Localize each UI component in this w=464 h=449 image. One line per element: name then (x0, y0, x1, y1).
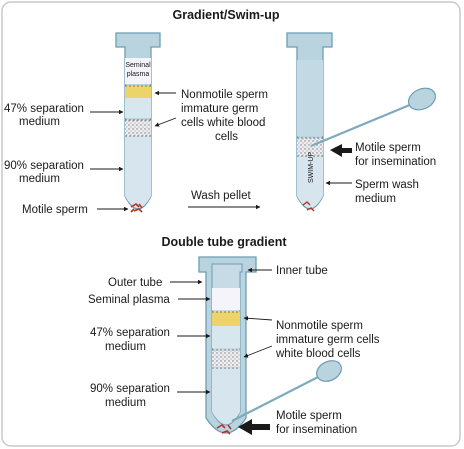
dt-yellow-layer (212, 312, 240, 326)
double-tube-title: Double tube gradient (162, 235, 288, 249)
pipette-bulb (316, 360, 342, 382)
dt-motile-line2: for insemination (276, 424, 357, 436)
tube1-yellow-layer (125, 86, 151, 98)
seminal-label-line1: Seminal (125, 62, 151, 69)
tube2-sperm-pellet (302, 201, 315, 212)
tube1-nonmotile-line1: Nonmotile sperm (181, 89, 268, 101)
dt-outer-tube-label: Outer tube (108, 277, 162, 289)
dt-motile-arrow (238, 419, 270, 435)
dt-nonmotile-arrow-b (243, 345, 273, 358)
tube1-label-90-line2: medium (19, 173, 60, 185)
dt-47-line2: medium (105, 341, 146, 353)
tube1-arrow-nonmotile-b (154, 117, 177, 127)
dt-nonmotile-line3: white blood cells (275, 348, 361, 360)
tube1-label-47-line2: medium (19, 116, 60, 128)
dt-motile-line1: Motile sperm (276, 410, 342, 422)
dt-nonmotile-line2: immature germ cells (276, 334, 380, 346)
tube2-wash-medium (297, 156, 323, 208)
dt-nonmotile-line1: Nonmotile sperm (276, 320, 363, 332)
tube1-label-90-line1: 90% separation (4, 160, 84, 172)
pipette-shaft (231, 375, 321, 422)
tube2-motile-layer (297, 138, 323, 156)
dt-nonmotile-arrow-a (243, 316, 273, 321)
pipette-tube2 (310, 87, 437, 148)
tube2-motile-line2: for insemination (355, 156, 436, 168)
dt-47-line1: 47% separation (90, 327, 170, 339)
tube1-sperm-pellet (130, 202, 143, 213)
swimup-vertical-label: SWIM-UP (308, 152, 315, 183)
tube2-swimup: SWIM-UP (286, 32, 333, 212)
seminal-label-line2: plasma (127, 71, 150, 78)
pipette-double-tube (231, 360, 342, 422)
tube1-clear-layer (125, 98, 151, 118)
tube2-wash-line2: medium (355, 193, 396, 205)
tube1-label-47-line1: 47% separation (4, 103, 84, 115)
wash-pellet-label: Wash pellet (191, 190, 251, 202)
dt-seminal-plasma-label: Seminal plasma (88, 294, 170, 306)
dt-90-line1: 90% separation (90, 383, 170, 395)
dt-90-line2: medium (105, 397, 146, 409)
tube2-wash-line1: Sperm wash (355, 179, 419, 191)
tube1-label-motile: Motile sperm (22, 204, 88, 216)
dt-lower-fluid (212, 368, 240, 424)
pipette-shaft (310, 102, 413, 148)
dt-speckled-layer (212, 350, 240, 368)
tube1-nonmotile-line4: cells (215, 131, 238, 143)
dt-inner-tube-label: Inner tube (276, 265, 328, 277)
tube1-lower-fluid (125, 136, 151, 208)
tube1-speckled-layer (125, 120, 151, 136)
tube1-nonmotile-line3: cells white blood (181, 117, 265, 129)
pipette-bulb (407, 87, 437, 111)
gradient-swimup-title: Gradient/Swim-up (173, 8, 280, 22)
tube1-seminal-layer (125, 58, 151, 84)
tube2-upper-fluid (297, 60, 323, 136)
dt-clear-layer (212, 326, 240, 348)
tube1-nonmotile-line2: immature germ (181, 103, 258, 115)
tube2-motile-arrow (330, 144, 352, 157)
dt-sperm-pellet (216, 423, 232, 435)
tube1-gradient: Seminal plasma (115, 32, 161, 213)
tube2-motile-line1: Motile sperm (355, 142, 421, 154)
dt-seminal-layer (212, 288, 240, 310)
